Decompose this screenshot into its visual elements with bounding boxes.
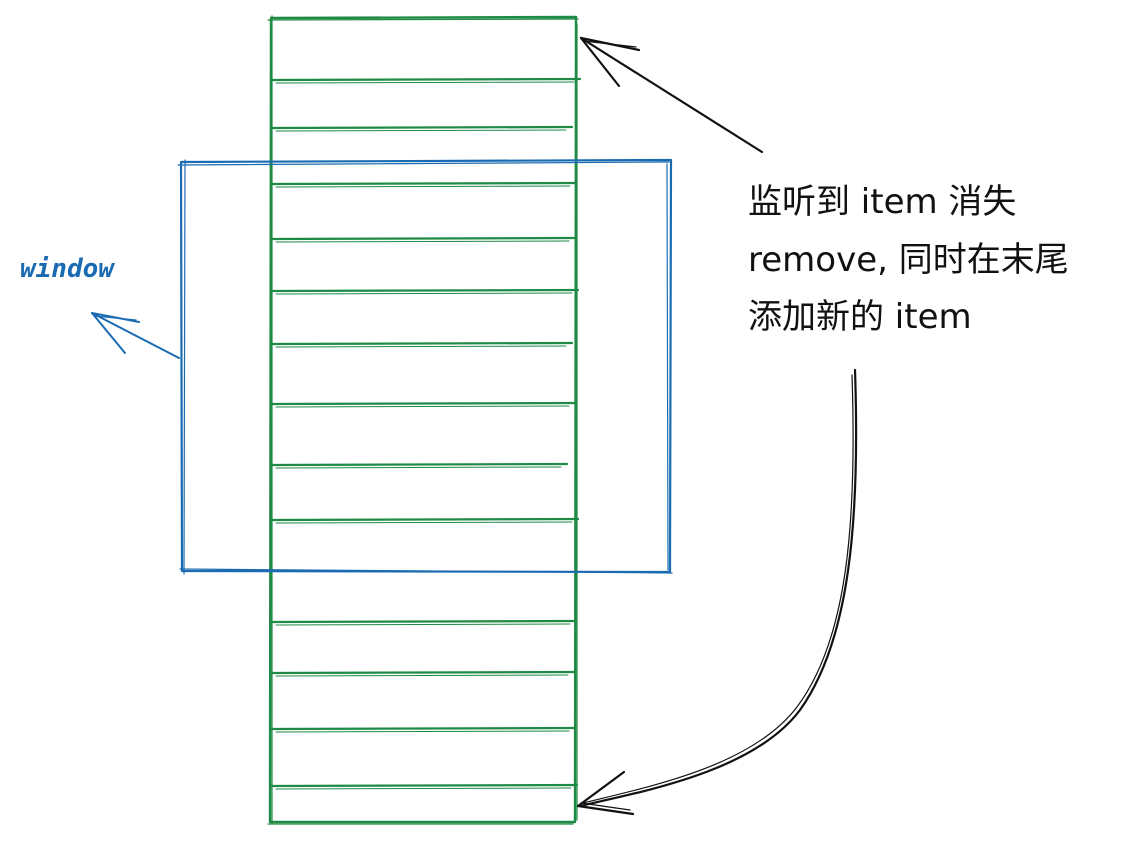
window-label: window [20,254,115,284]
list-item-divider-sketch [275,466,562,469]
list-item-divider-sketch [275,345,567,348]
list-item-divider-sketch [275,185,571,188]
list-item-divider-sketch [275,292,573,295]
list-container [267,15,579,825]
annotation-note: 监听到 item 消失 remove, 同时在末尾 添加新的 item [748,182,1069,337]
list-item-divider-sketch [275,129,567,132]
window-viewport [177,158,673,575]
note-line-2: remove, 同时在末尾 [748,240,1069,280]
list-item-divider [270,236,577,241]
list-item-divider [270,401,577,406]
window-arrow [91,312,180,359]
list-item-divider [270,670,576,675]
list-item-divider-sketch [275,787,572,790]
list-item-divider [270,619,578,624]
list-item-divider [270,726,577,731]
bottom-item-arrow [576,368,858,816]
list-item-divider [270,288,580,293]
list-item-divider [270,341,574,346]
note-line-1: 监听到 item 消失 [748,182,1016,222]
list-item-divider [270,181,578,186]
list-item-divider-sketch [275,623,571,626]
list-item-divider [270,517,580,522]
note-line-3: 添加新的 item [748,297,972,337]
list-item-divider [270,462,569,467]
list-item-divider [270,125,574,130]
list-item-divider [270,783,579,788]
list-item-divider-sketch [275,674,569,677]
top-item-arrow [579,36,764,154]
list-item-divider-sketch [275,81,575,84]
list-item-divider-sketch [275,405,570,408]
list-item-divider-sketch [275,521,573,524]
list-item-divider-sketch [275,730,570,733]
list-item-divider-sketch [275,240,570,243]
list-item-divider [270,77,582,82]
list-item-rows [270,77,582,790]
